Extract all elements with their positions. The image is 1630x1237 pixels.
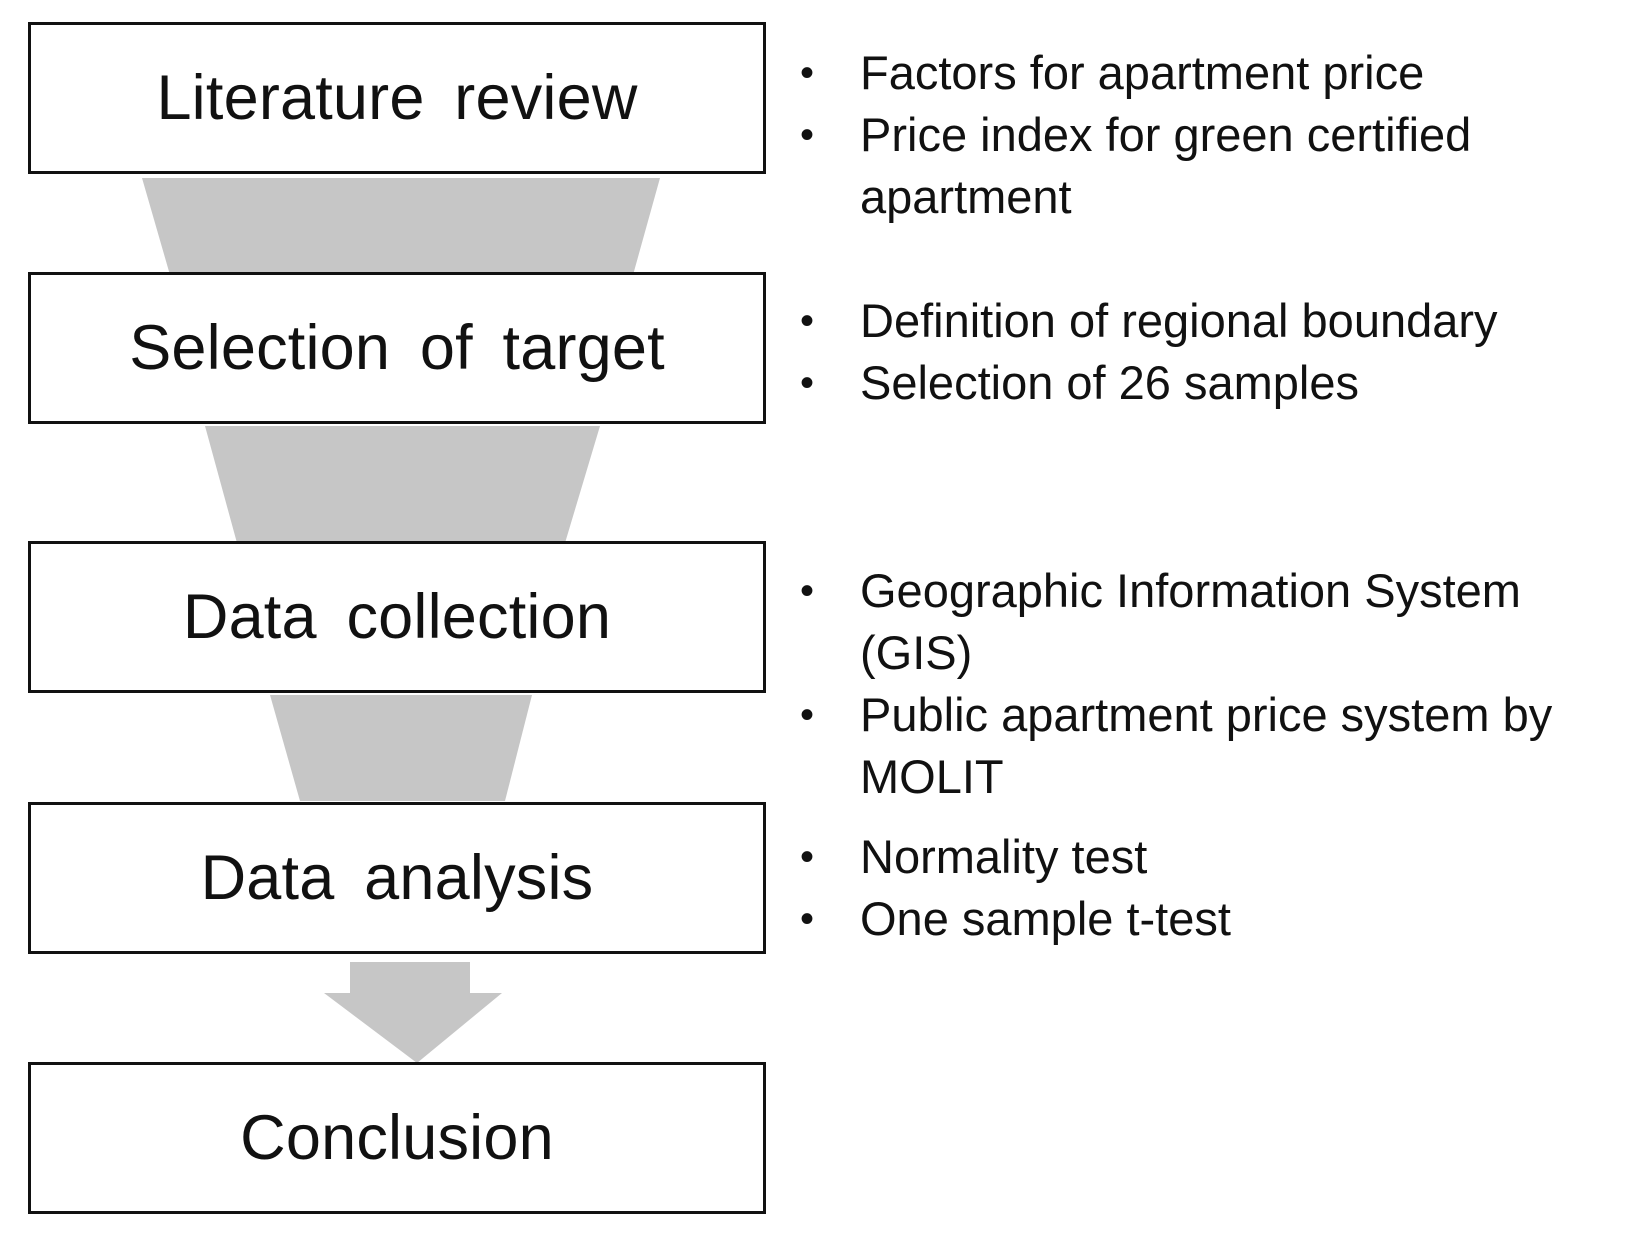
- step-label: Literature review: [156, 63, 638, 133]
- list-item: •One sample t-test: [800, 892, 1231, 945]
- list-item: •Normality test: [800, 830, 1148, 883]
- funnel-segment-1: [142, 178, 660, 275]
- list-item: •Price index for green certified apartme…: [800, 108, 1472, 223]
- step-label: Conclusion: [240, 1103, 554, 1173]
- step-box-data-analysis: Data analysis: [28, 802, 766, 954]
- funnel-segment-3: [270, 695, 532, 801]
- step-box-data-collection: Data collection: [28, 541, 766, 693]
- step-label: Selection of target: [129, 313, 665, 383]
- step-box-selection-of-target: Selection of target: [28, 272, 766, 424]
- notes-selection-of-target: •Definition of regional boundary •Select…: [800, 290, 1630, 414]
- notes-literature-review: •Factors for apartment price •Price inde…: [800, 42, 1630, 228]
- list-item: •Definition of regional boundary: [800, 294, 1498, 347]
- step-box-literature-review: Literature review: [28, 22, 766, 174]
- list-item: •Factors for apartment price: [800, 46, 1425, 99]
- funnel-segment-2: [205, 426, 600, 543]
- step-label: Data analysis: [200, 843, 594, 913]
- step-box-conclusion: Conclusion: [28, 1062, 766, 1214]
- funnel-arrow: [324, 962, 502, 1063]
- list-item: •Geographic Information System (GIS): [800, 564, 1521, 679]
- step-label: Data collection: [182, 582, 612, 652]
- notes-data-analysis: •Normality test •One sample t-test: [800, 826, 1630, 950]
- notes-data-collection: •Geographic Information System (GIS) •Pu…: [800, 560, 1630, 808]
- list-item: •Public apartment price system by MOLIT: [800, 688, 1553, 803]
- list-item: •Selection of 26 samples: [800, 356, 1360, 409]
